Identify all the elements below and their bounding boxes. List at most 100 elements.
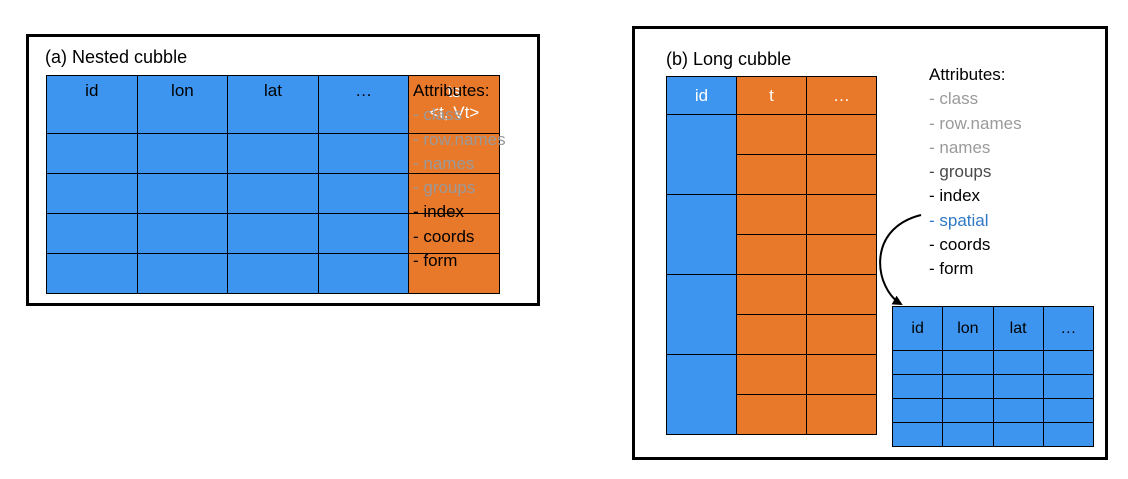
table-row [891, 374, 1095, 399]
table-cell [736, 234, 807, 275]
table-cell [942, 398, 994, 423]
attr-class: - class [413, 105, 463, 125]
table-cell [317, 213, 410, 254]
table-cell [806, 114, 877, 155]
table-cell [806, 194, 877, 235]
table-cell [136, 213, 229, 254]
table-cell [736, 114, 807, 155]
attr-groups: - groups [413, 178, 476, 198]
attr-groups: - groups [929, 162, 992, 182]
table-cell [408, 253, 500, 294]
table-cell [408, 173, 500, 214]
attributes-list-b: Attributes: - class - row.names - names … [929, 63, 1022, 282]
table-cell [317, 173, 410, 214]
attributes-title: Attributes: [413, 81, 490, 100]
table-header-row: id lon lat … ts <t, Vt> [46, 75, 500, 134]
table-cell [136, 173, 229, 214]
table-cell [736, 154, 807, 195]
table-cell [46, 253, 138, 294]
table-cell [992, 350, 1044, 375]
table-row [46, 173, 500, 214]
table-row [666, 194, 877, 275]
table-header-row: id t … [666, 76, 877, 115]
panel-a-title: (a) Nested cubble [45, 47, 188, 67]
ts-type-label: <t, Vt> [429, 103, 480, 122]
table-cell [46, 173, 138, 214]
table-row [891, 422, 1095, 447]
table-cell [227, 133, 319, 174]
header-t: t [736, 76, 807, 115]
table-cell [1042, 350, 1095, 375]
table-cell [806, 234, 877, 275]
id-group-cell [666, 274, 737, 355]
arrow-curve [879, 214, 922, 306]
table-cell [1042, 398, 1095, 423]
attr-form: - form [413, 251, 458, 271]
header-id: id [666, 76, 737, 115]
attr-class: - class [929, 89, 979, 109]
header-lat: lat [227, 75, 319, 134]
table-row [46, 133, 500, 174]
attr-index: - index [929, 186, 981, 206]
attr-names: - names [929, 137, 991, 157]
attr-spatial: - spatial [929, 210, 989, 230]
table-cell [227, 213, 319, 254]
header-id: id [891, 306, 944, 351]
table-cell [942, 422, 994, 447]
header-ellipsis: … [317, 75, 410, 134]
nested-cubble-panel: (a) Nested cubble id lon lat … ts <t, Vt>… [26, 34, 540, 306]
id-group-cell [666, 354, 737, 435]
attr-form: - form [929, 259, 974, 279]
table-cell [992, 374, 1044, 399]
header-ellipsis: … [806, 76, 877, 115]
ts-label: ts [447, 82, 461, 101]
attr-coords: - coords [413, 226, 475, 246]
table-row [666, 274, 877, 355]
table-row [666, 354, 877, 435]
table-cell [942, 350, 994, 375]
attr-row-names: - row.names [413, 129, 506, 149]
table-cell [992, 398, 1044, 423]
table-header-row: id lon lat … [891, 306, 1095, 351]
table-cell [736, 354, 807, 395]
table-row [667, 314, 877, 355]
table-cell [317, 253, 410, 294]
table-row [46, 253, 500, 294]
spatial-table: id lon lat … [891, 306, 1095, 447]
attr-coords: - coords [929, 235, 991, 255]
table-row [891, 350, 1095, 375]
table-cell [227, 173, 319, 214]
table-cell [806, 314, 877, 355]
table-cell [136, 133, 229, 174]
attr-index: - index [413, 202, 465, 222]
table-cell [408, 133, 500, 174]
id-group-cell [666, 194, 737, 275]
table-cell [806, 354, 877, 395]
table-cell [736, 394, 807, 435]
header-id: id [46, 75, 138, 134]
table-row [891, 398, 1095, 423]
attributes-list-a: Attributes: - class - row.names - names … [413, 79, 506, 273]
table-cell [227, 253, 319, 294]
attributes-title: Attributes: [929, 65, 1006, 84]
table-cell [942, 374, 994, 399]
nested-cubble-table: id lon lat … ts <t, Vt> [46, 75, 500, 294]
table-cell [46, 133, 138, 174]
attr-row-names: - row.names [929, 113, 1022, 133]
table-cell [891, 350, 944, 375]
panel-b-title: (b) Long cubble [666, 49, 792, 69]
table-row [667, 394, 877, 435]
header-lat: lat [992, 306, 1044, 351]
table-cell [992, 422, 1044, 447]
table-cell [891, 398, 944, 423]
long-cubble-panel: (b) Long cubble id t … Attributes: - cla… [632, 26, 1108, 460]
table-cell [408, 213, 500, 254]
table-cell [806, 394, 877, 435]
table-cell [46, 213, 138, 254]
table-cell [1042, 422, 1095, 447]
table-cell [1042, 374, 1095, 399]
header-lon: lon [136, 75, 229, 134]
spatial-arrow [879, 214, 922, 306]
attr-names: - names [413, 153, 475, 173]
table-cell [317, 133, 410, 174]
